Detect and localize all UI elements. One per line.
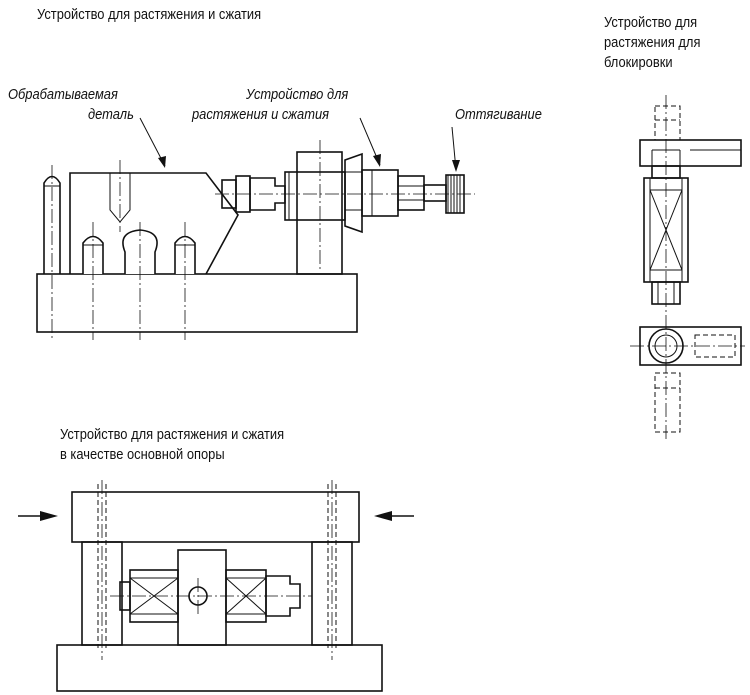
top-clamp: [639, 139, 742, 167]
title-lock-line2: растяжения для: [604, 34, 701, 51]
support-block: [296, 151, 343, 275]
workpiece: [69, 172, 239, 275]
fixture-assembly: [36, 117, 475, 340]
device-body: [361, 169, 399, 217]
arrow-head: [452, 160, 460, 172]
base-plate: [36, 273, 358, 333]
hex-nut: [344, 152, 363, 234]
device-label-line2: растяжения и сжатия: [192, 106, 330, 123]
threaded-body: [284, 171, 346, 221]
bottom-base: [56, 644, 383, 692]
pull-label: Оттягивание: [455, 106, 542, 123]
title-lock-line3: блокировки: [604, 54, 673, 71]
device-label-line1: Устройство для: [246, 86, 349, 103]
title-lock-line1: Устройство для: [604, 14, 698, 31]
pull-shaft: [423, 184, 447, 202]
top-plate: [71, 491, 360, 543]
center-post: [177, 549, 227, 646]
support-title-line2: в качестве основной опоры: [60, 446, 225, 463]
arrow-head: [158, 156, 166, 168]
support-title-line1: Устройство для растяжения и сжатия: [60, 426, 285, 443]
neck-bottom: [651, 281, 681, 305]
device-spindle: [265, 575, 301, 617]
title-main: Устройство для растяжения и сжатия: [37, 6, 262, 23]
arrow-head: [373, 154, 381, 167]
workpiece-label-line2: деталь: [88, 106, 134, 123]
hex-end: [397, 175, 425, 211]
workpiece-label-line1: Обрабатываемая: [8, 86, 118, 103]
support-assembly: [18, 480, 414, 692]
locking-assembly: [630, 95, 745, 440]
